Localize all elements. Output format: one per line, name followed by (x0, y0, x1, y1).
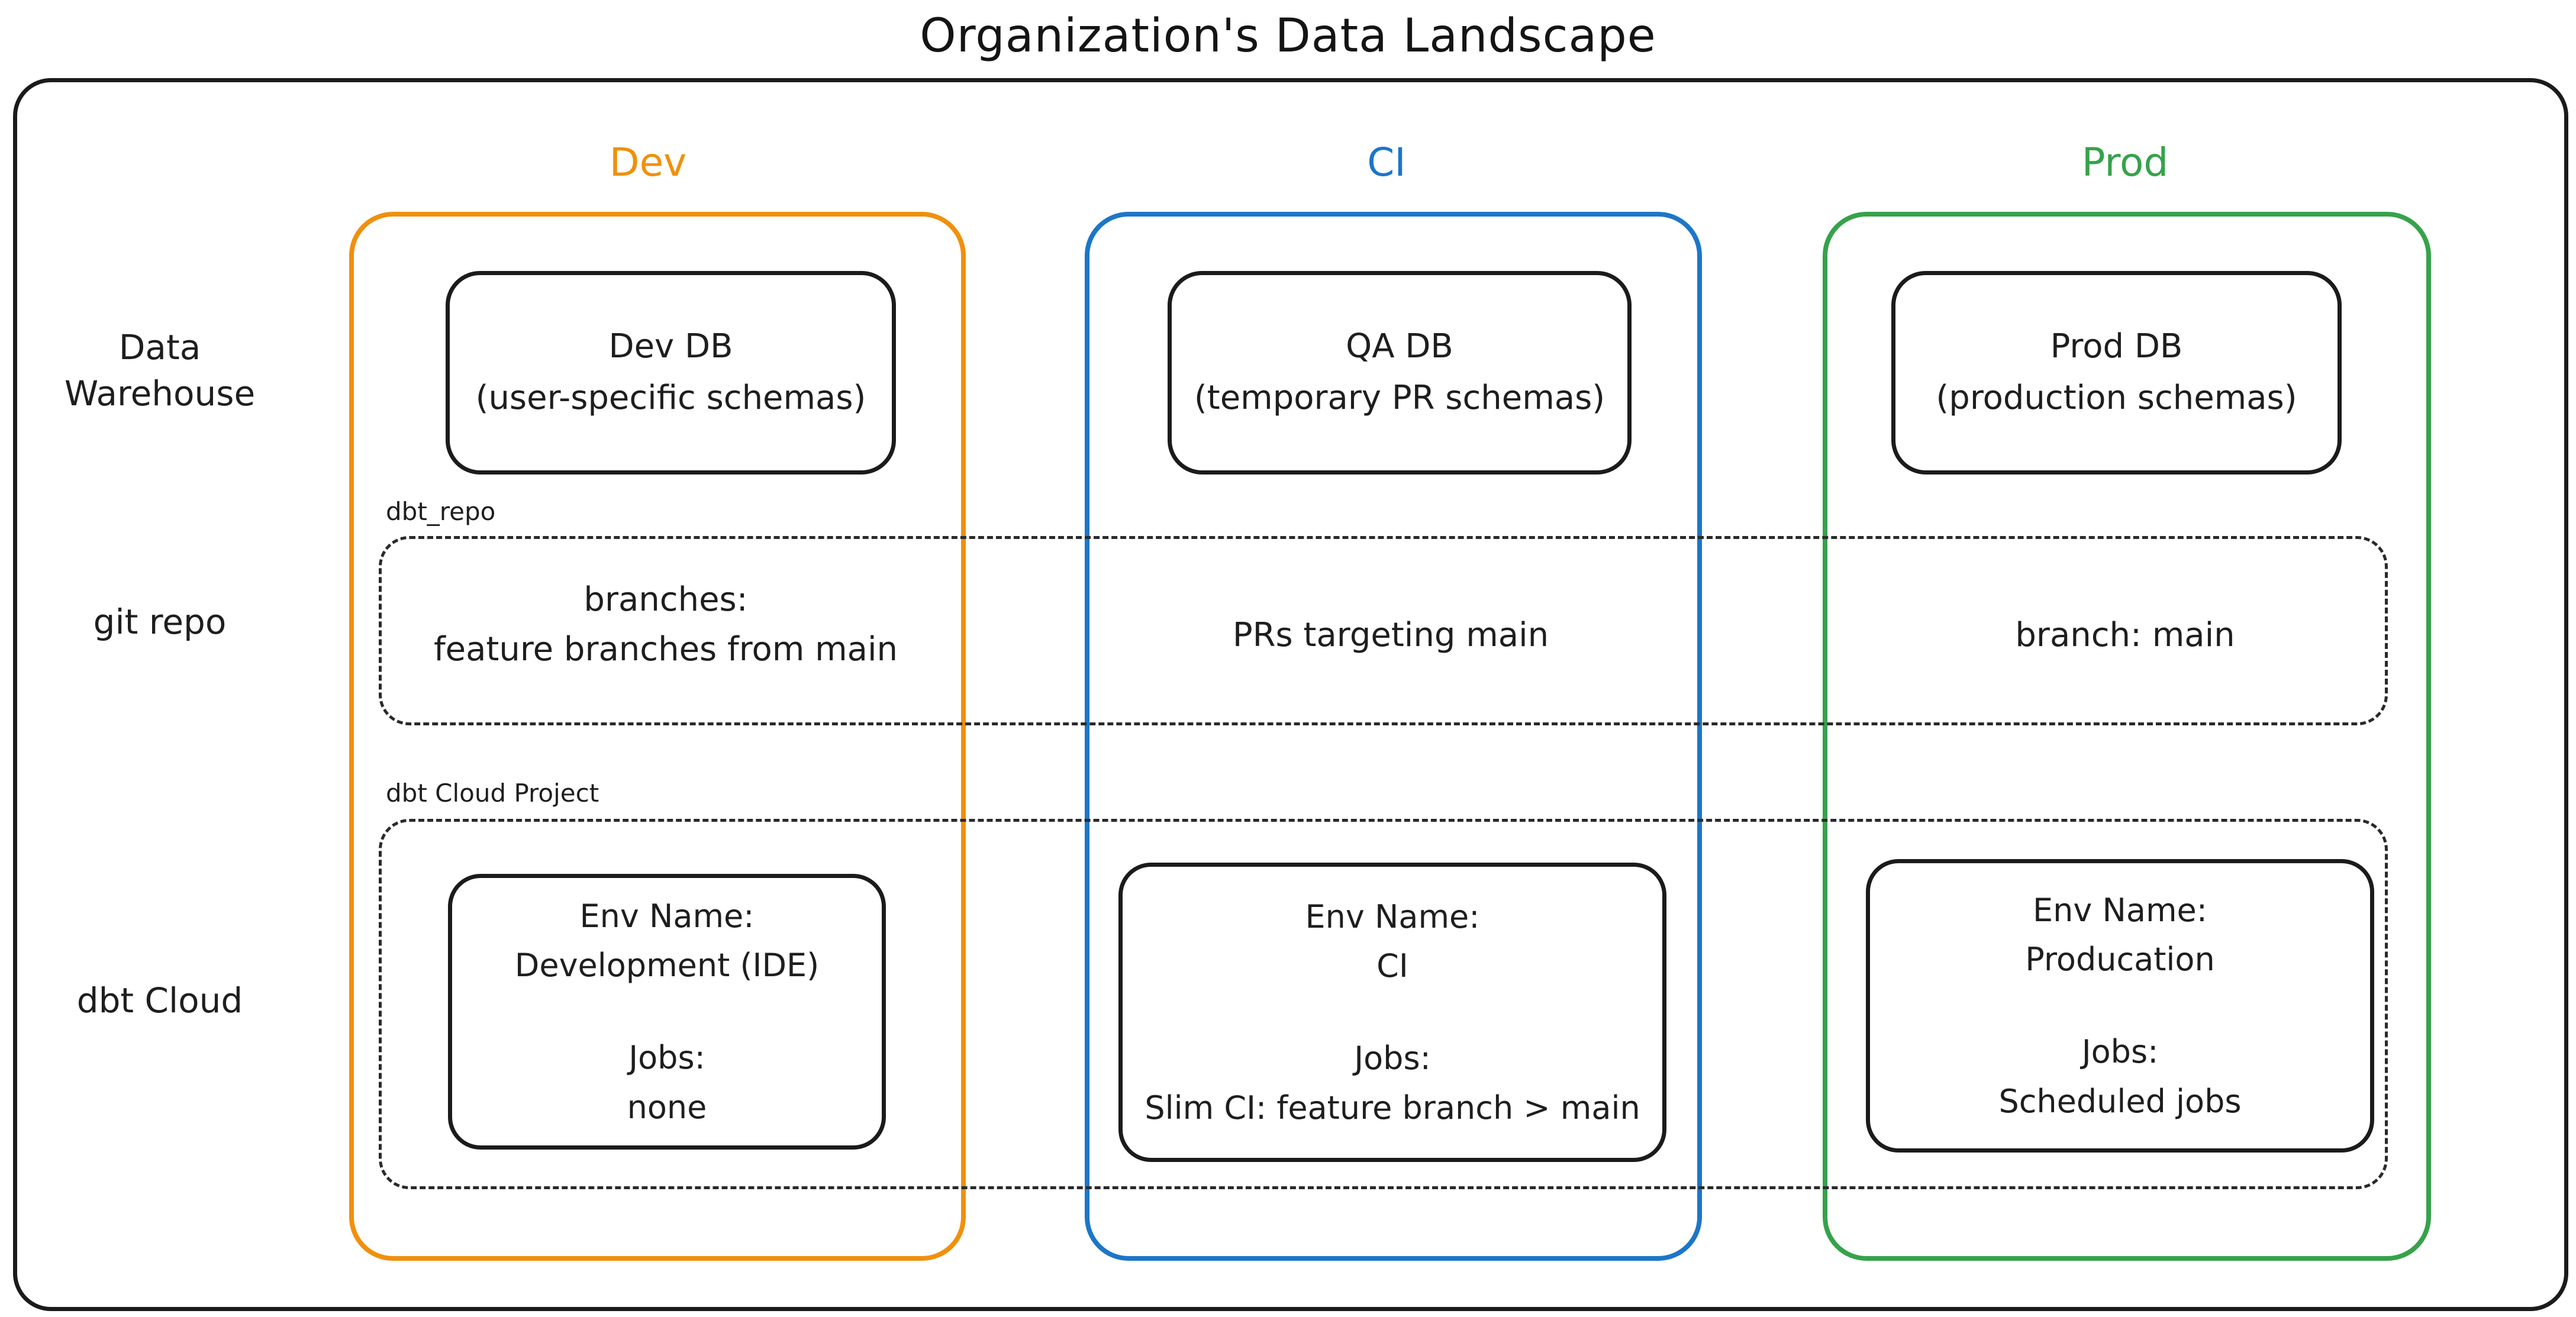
dev-column-box (349, 212, 966, 1261)
prod-db-subtitle: (production schemas) (1936, 379, 2297, 417)
git-dev-branches-line1: branches: (583, 580, 748, 619)
git-prod-branch-text: branch: main (2015, 616, 2235, 654)
dev-db-subtitle: (user-specific schemas) (475, 379, 866, 417)
ci-env-name-value: CI (1376, 947, 1408, 985)
column-label-dev: Dev (609, 140, 687, 185)
column-label-ci: CI (1367, 140, 1406, 185)
prod-env-name-label: Env Name: (2033, 891, 2207, 929)
git-dev-branches-text: branches: feature branches from main (414, 575, 917, 674)
ci-env-name-label: Env Name: (1305, 898, 1480, 935)
prod-db-box: Prod DB (production schemas) (1891, 271, 2342, 474)
dbt-cloud-project-dashed-box (379, 819, 2388, 1189)
dev-jobs-label: Jobs: (628, 1039, 705, 1076)
dev-jobs-value: none (627, 1088, 707, 1126)
prod-db-title: Prod DB (2050, 327, 2183, 366)
qa-db-box: QA DB (temporary PR schemas) (1168, 271, 1632, 474)
row-label-data-warehouse: Data Warehouse (64, 327, 256, 414)
prod-column-box (1823, 212, 2431, 1261)
dbt-cloud-project-label: dbt Cloud Project (386, 779, 599, 808)
row-label-dbt-cloud: dbt Cloud (76, 980, 243, 1021)
dev-env-name-value: Development (IDE) (514, 947, 820, 984)
ci-environment-box: Env Name: CI Jobs: Slim CI: feature bran… (1118, 863, 1666, 1162)
prod-env-name-value: Producation (2025, 941, 2215, 979)
prod-environment-box: Env Name: Producation Jobs: Scheduled jo… (1866, 859, 2374, 1153)
ci-jobs-label: Jobs: (1354, 1040, 1431, 1077)
column-label-prod: Prod (2081, 140, 2169, 185)
git-ci-prs-text: PRs targeting main (1232, 616, 1549, 654)
dbt-repo-label: dbt_repo (386, 497, 496, 526)
dbt-repo-dashed-box (379, 536, 2388, 725)
dev-db-box: Dev DB (user-specific schemas) (446, 271, 896, 474)
dev-environment-box: Env Name: Development (IDE) Jobs: none (448, 874, 886, 1150)
ci-jobs-value: Slim CI: feature branch > main (1144, 1089, 1640, 1126)
prod-jobs-value: Scheduled jobs (1998, 1082, 2242, 1120)
qa-db-title: QA DB (1346, 327, 1453, 366)
page-title: Organization's Data Landscape (920, 9, 1656, 63)
row-label-git-repo: git repo (93, 602, 227, 642)
diagram-outer-frame (13, 78, 2568, 1311)
qa-db-subtitle: (temporary PR schemas) (1194, 379, 1605, 417)
dev-db-title: Dev DB (608, 327, 733, 366)
prod-jobs-label: Jobs: (2081, 1033, 2159, 1070)
ci-column-box (1085, 212, 1702, 1261)
git-dev-branches-line2: feature branches from main (433, 630, 898, 669)
dev-env-name-label: Env Name: (579, 897, 755, 935)
